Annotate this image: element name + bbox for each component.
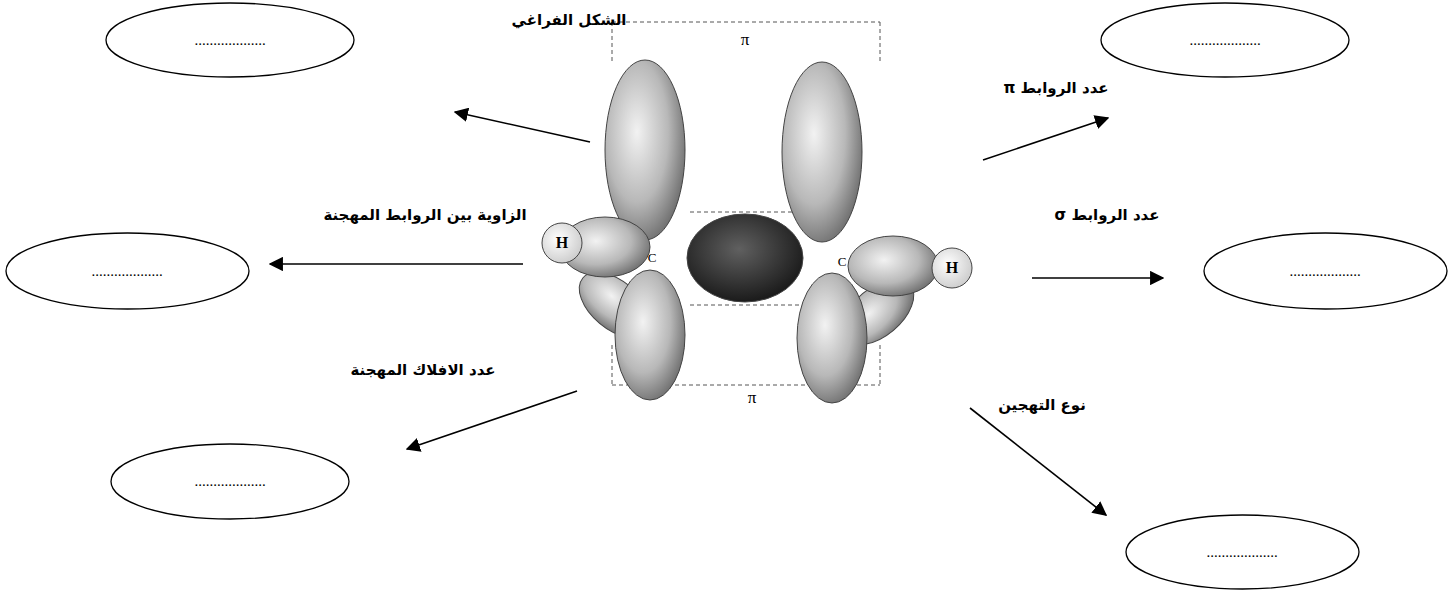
atom-label: H [946, 258, 958, 277]
blank-dots: ................... [1189, 32, 1260, 49]
blank-dots: ................... [194, 473, 265, 490]
question-label: نوع التهجين [998, 396, 1086, 414]
leader-arrows [270, 112, 1163, 515]
blank-dots: ................... [1289, 263, 1360, 280]
question-label: عدد الافلاك المهجنة [350, 361, 495, 379]
orbital-drawing [542, 22, 972, 403]
question-label: الشكل الفراغي [512, 11, 627, 29]
atom-label: C [838, 254, 847, 270]
question-label: عدد الروابط σ [1054, 206, 1159, 224]
answer-ellipse: ................... [110, 443, 350, 520]
blank-dots: ................... [91, 263, 162, 280]
question-label: عدد الروابط π [1003, 79, 1108, 97]
answer-ellipse: ................... [105, 2, 355, 78]
blank-dots: ................... [1206, 544, 1277, 561]
answer-ellipse: ................... [5, 232, 250, 310]
answer-ellipse: ................... [1100, 2, 1350, 78]
atom-label: π [741, 30, 750, 50]
atom-label: π [748, 388, 757, 408]
question-label: الزاوية بين الروابط المهجنة [323, 206, 526, 224]
answer-ellipse: ................... [1125, 514, 1360, 590]
atom-label: H [556, 233, 568, 252]
blank-dots: ................... [194, 32, 265, 49]
atom-label: C [648, 250, 657, 266]
answer-ellipse: ................... [1203, 232, 1448, 310]
